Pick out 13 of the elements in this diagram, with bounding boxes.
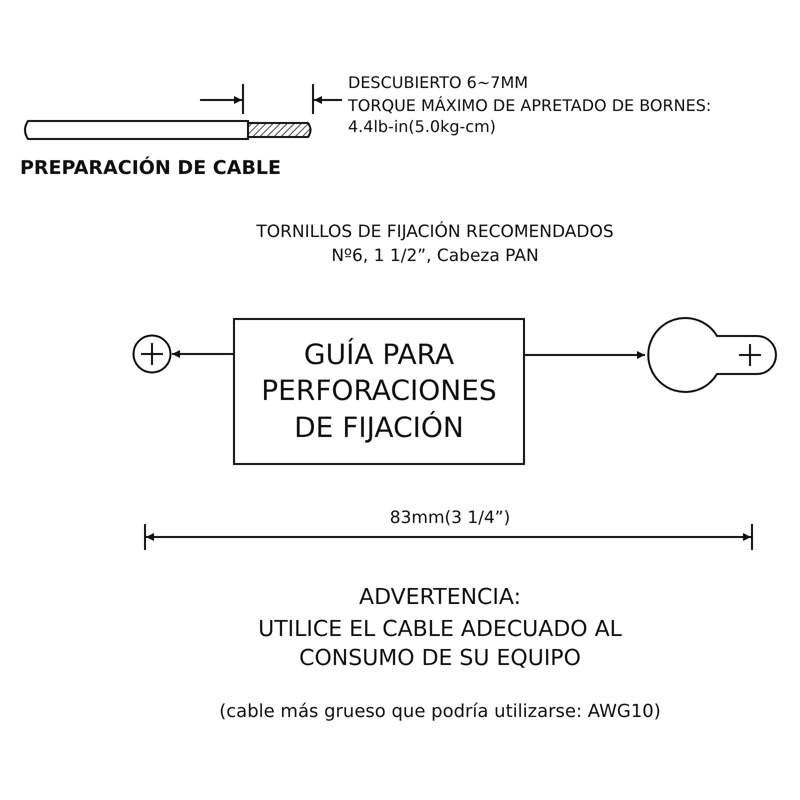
warning-text: UTILICE EL CABLE ADECUADO AL CONSUMO DE SU EQUIPO (257, 616, 623, 673)
arrow (172, 350, 233, 358)
guide-box (233, 318, 525, 465)
torque-note: TORQUE MÁXIMO DE APRETADO DE BORNES: 4.4lb-in(5.0kg-cm) (348, 96, 712, 138)
cable-note: (cable más grueso que podría utilizarse: AWG10) (218, 700, 662, 724)
guide-title: GUÍA PARA PERFORACIONES DE FIJACIÓN (260, 336, 498, 446)
strip-length-note: DESCUBIERTO 6~7MM (348, 73, 530, 94)
screw-note: TORNILLOS DE FIJACIÓN RECOMENDADOS (255, 221, 615, 244)
dimension-label: 83mm(3 1/4”) (388, 507, 512, 530)
caption: PREPARACIÓN DE CABLE (20, 156, 282, 181)
warning-heading: ADVERTENCIA: (358, 584, 522, 612)
screw-note: Nº6, 1 1/2”, Cabeza PAN (330, 245, 540, 268)
arrow (525, 351, 645, 359)
